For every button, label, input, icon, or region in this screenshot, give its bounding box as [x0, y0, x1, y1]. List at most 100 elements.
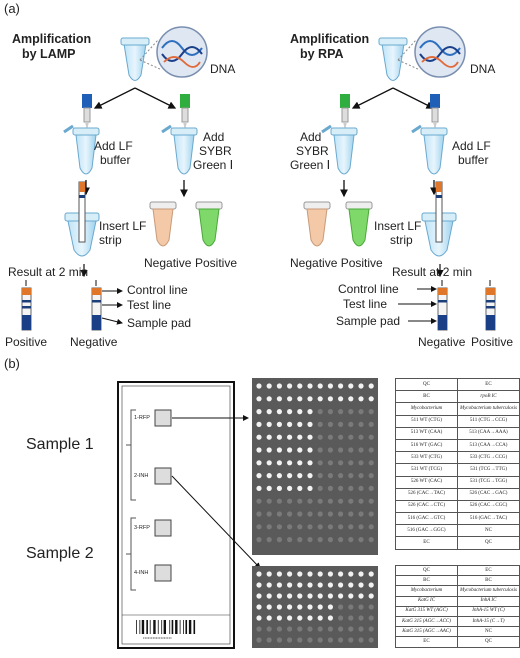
array-spot [348, 626, 354, 632]
rpa-test-line-label: Test line [343, 297, 388, 311]
table-cell: EC [395, 536, 458, 550]
lamp-test-line-label: Test line [127, 298, 172, 312]
array-spot [358, 383, 364, 389]
array-spot [276, 571, 282, 577]
array-spot [276, 615, 282, 621]
array-spot [266, 409, 272, 415]
array-spot [256, 460, 262, 466]
array-spot [297, 582, 303, 588]
panel-a-label: (a) [4, 1, 20, 16]
array-spot [327, 485, 333, 491]
lamp-add-lf-label: Add LF [94, 139, 133, 153]
table-cell: QC [457, 636, 520, 648]
table-row: 516 (GAC→GTC)516 (GAC→TAC) [395, 512, 520, 526]
array-spot [338, 511, 344, 517]
array-spot [358, 485, 364, 491]
array-spot [368, 409, 374, 415]
table-cell: KatG 315 (AGC→AAC) [395, 626, 458, 638]
array-spot [256, 604, 262, 610]
array-spot [358, 498, 364, 504]
array-spot [266, 460, 272, 466]
lamp-negative-strip [91, 280, 102, 331]
array-spot [317, 383, 323, 389]
array-spot [287, 582, 293, 588]
array-spot [297, 383, 303, 389]
lamp-add-lf-label-2: buffer [100, 153, 131, 167]
lamp-add-sybr-label-2: SYBR [199, 144, 232, 158]
array-spot [307, 409, 313, 415]
array-spot [368, 593, 374, 599]
array-spot [338, 582, 344, 588]
lamp-sample-pad-label: Sample pad [127, 316, 192, 330]
array-spot [287, 537, 293, 543]
lamp-negative-strip-label: Negative [70, 335, 118, 349]
array-spot [358, 637, 364, 643]
array-spot [307, 460, 313, 466]
table-cell: 511 WT (CTG) [395, 414, 458, 428]
rpa-add-sybr-label: Add [300, 130, 322, 144]
array-spot [327, 604, 333, 610]
array-spot [276, 524, 282, 530]
rpa-positive-strip-label: Positive [471, 335, 514, 349]
array-spot [348, 511, 354, 517]
table-cell: 526 (CAC→CGC) [457, 499, 520, 514]
table-cell: InhA-15 WT (C) [457, 605, 520, 617]
array-spot [348, 615, 354, 621]
array-spot [256, 511, 262, 517]
array-spot [358, 571, 364, 577]
array-spot [348, 383, 354, 389]
array-spot [348, 582, 354, 588]
array-spot [287, 626, 293, 632]
array-spot [287, 447, 293, 453]
lamp-blue-pipette-icon [82, 94, 92, 130]
array-spot [297, 485, 303, 491]
array-spot [256, 498, 262, 504]
rpa-dna-label: DNA [470, 62, 496, 76]
array-spot [368, 511, 374, 517]
table-cell: 513 WT (CAA) [395, 426, 458, 440]
array-spot [307, 434, 313, 440]
array-spot [317, 460, 323, 466]
array-spot [287, 511, 293, 517]
table-row: KatG 315 (AGC→AAC)NC [395, 626, 520, 638]
table-row: 516 (GAC→GGC)NC [395, 524, 520, 538]
table-cell: KatG 315 WT (AGC) [395, 605, 458, 617]
array-spot [276, 396, 282, 402]
array-spot [327, 447, 333, 453]
array-spot [338, 485, 344, 491]
array-spot [327, 396, 333, 402]
array-spot [368, 524, 374, 530]
array-spot [256, 473, 262, 479]
array-spot [338, 498, 344, 504]
array-spot [297, 571, 303, 577]
array-spot [287, 396, 293, 402]
rpa-blue-pipette-icon [430, 94, 440, 130]
array-spot [317, 604, 323, 610]
array-spot [307, 626, 313, 632]
lamp-title-line2: by LAMP [22, 47, 76, 61]
array-spot [287, 421, 293, 427]
table-cell: 513 (CAA→CCA) [457, 438, 520, 453]
array-spot [358, 537, 364, 543]
table-cell: 533 WT (CTG) [395, 451, 458, 465]
array-spot [338, 626, 344, 632]
rpob-microarray-image [252, 378, 378, 555]
array-spot [256, 537, 262, 543]
array-spot [287, 571, 293, 577]
array-spot [256, 383, 262, 389]
array-spot [358, 524, 364, 530]
table-cell: BC [395, 390, 458, 404]
array-spot [317, 524, 323, 530]
array-spot [307, 537, 313, 543]
table-cell: 513 (CAA→AAA) [457, 426, 520, 440]
array-spot [287, 460, 293, 466]
array-spot [348, 473, 354, 479]
lamp-positive-tube-label: Positive [195, 256, 238, 270]
array-spot [266, 524, 272, 530]
array-spot [338, 396, 344, 402]
table-cell: EC [457, 564, 520, 577]
